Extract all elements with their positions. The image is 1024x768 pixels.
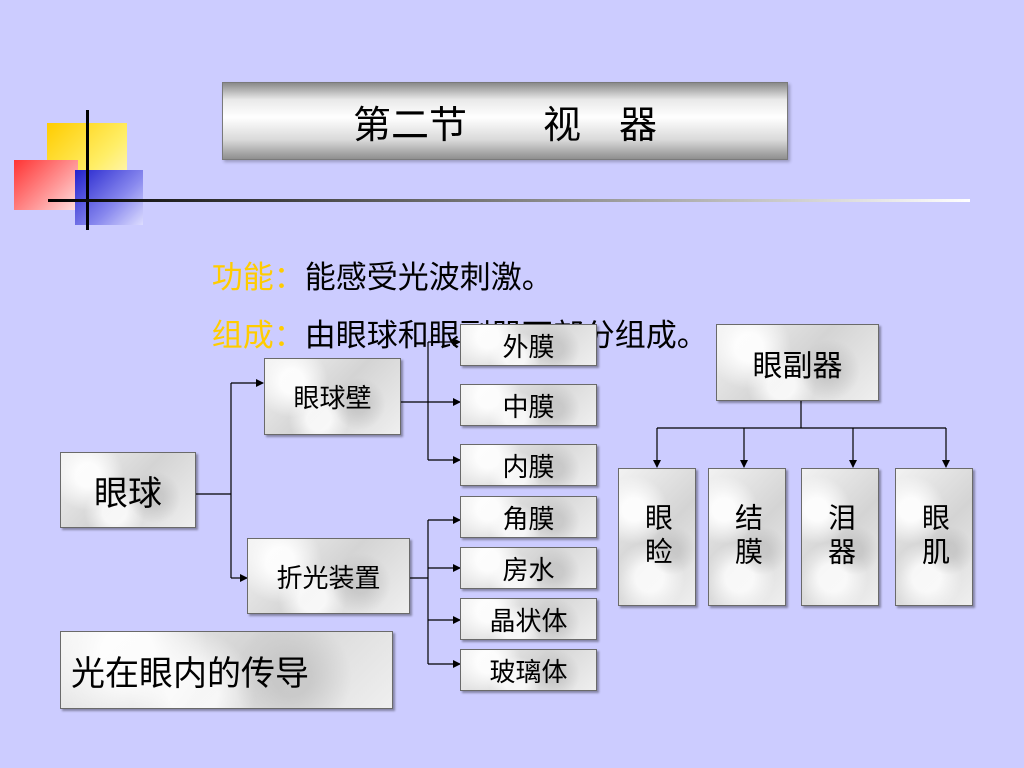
- node-refractive-apparatus: 折光装置: [247, 538, 410, 614]
- slide-title: 第二节 视 器: [222, 82, 788, 160]
- node-eyeball: 眼球: [60, 452, 196, 528]
- node-cornea: 角膜: [460, 496, 597, 538]
- composition-label: 组成：: [211, 318, 305, 354]
- function-label: 功能：: [211, 260, 305, 296]
- decor-vertical-line: [86, 110, 89, 230]
- node-outer-membrane: 外膜: [460, 324, 597, 366]
- node-lens: 晶状体: [460, 598, 597, 640]
- function-line: 功能：能感受光波刺激。: [192, 216, 553, 297]
- decor-horizontal-rule: [48, 199, 970, 202]
- node-lacrimal-apparatus: 泪器: [801, 468, 879, 606]
- function-text: 能感受光波刺激。: [304, 260, 553, 296]
- node-accessory-organs: 眼副器: [716, 324, 879, 401]
- node-middle-membrane: 中膜: [460, 384, 597, 426]
- node-vitreous-body: 玻璃体: [460, 649, 597, 691]
- node-conjunctiva: 结膜: [708, 468, 786, 606]
- node-eyeball-wall: 眼球壁: [264, 358, 401, 435]
- node-eyelid: 眼睑: [618, 468, 696, 606]
- node-light-conduction[interactable]: 光在眼内的传导: [60, 631, 393, 709]
- node-aqueous-humor: 房水: [460, 547, 597, 589]
- node-extraocular-muscles: 眼肌: [895, 468, 973, 606]
- node-inner-membrane: 内膜: [460, 444, 597, 486]
